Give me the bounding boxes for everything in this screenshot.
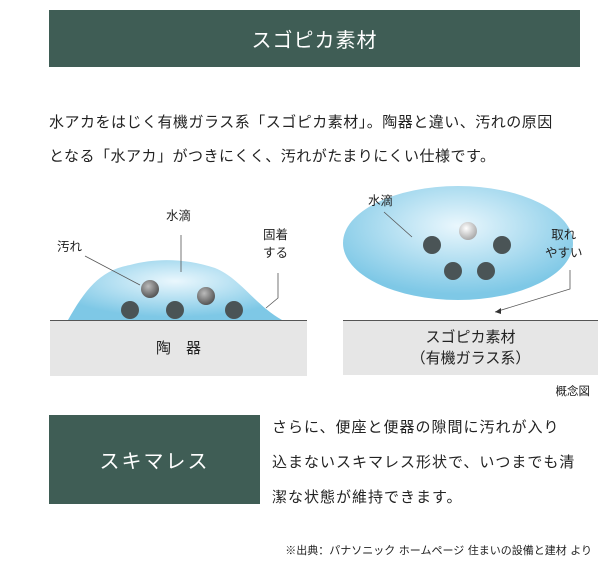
ceramic-label: 陶 器: [155, 339, 201, 357]
skimaless-paragraph: さらに、便座と便器の隙間に汚れが入り 込まないスキマレス形状で、いつまでも清 潔…: [272, 410, 592, 515]
stick-label-line: 固着: [263, 227, 289, 242]
sugopika-base: スゴピカ素材 （有機ガラス系）: [343, 320, 598, 375]
skimaless-title: スキマレス: [99, 449, 210, 473]
dirt-particle: [141, 280, 159, 298]
sugopika-label: スゴピカ素材: [425, 328, 516, 346]
water-droplet-round: [343, 186, 573, 300]
skimaless-line: 込まないスキマレス形状で、いつまでも清: [272, 453, 576, 471]
stick-label-line: する: [263, 245, 289, 260]
dirt-particle: [166, 301, 184, 319]
stick-label: 固着 する: [263, 226, 288, 262]
water-label-right: 水滴: [368, 193, 394, 208]
dirt-particle: [493, 236, 511, 254]
skimaless-box: スキマレス: [49, 415, 260, 504]
dirt-particle: [444, 262, 462, 280]
ceramic-base: 陶 器: [50, 320, 307, 376]
dirt-particle: [459, 222, 477, 240]
dirt-particle: [121, 301, 139, 319]
concept-diagram: [68, 186, 573, 320]
water-label-left: 水滴: [166, 208, 192, 223]
remove-label: 取れ やすい: [545, 226, 583, 262]
intro-paragraph: 水アカをはじく有機ガラス系「スゴピカ素材」。陶器と違い、汚れの原因 となる「水ア…: [49, 105, 589, 173]
concept-caption: 概念図: [555, 384, 591, 398]
dirt-particle: [423, 236, 441, 254]
remove-label-line: やすい: [545, 245, 583, 260]
dirt-particle: [477, 262, 495, 280]
dirt-particle: [197, 287, 215, 305]
source-note: ※出典：パナソニック ホームページ 住まいの設備と建材 より: [285, 544, 592, 557]
remove-label-line: 取れ: [551, 227, 577, 242]
sugopika-sublabel: （有機ガラス系）: [410, 349, 531, 367]
intro-line: 水アカをはじく有機ガラス系「スゴピカ素材」。陶器と違い、汚れの原因: [49, 113, 553, 131]
dirt-label: 汚れ: [57, 239, 83, 254]
intro-line: となる「水アカ」がつきにくく、汚れがたまりにくい仕様です。: [49, 147, 496, 165]
dirt-particle: [225, 301, 243, 319]
section-title-bar: スゴピカ素材: [49, 10, 580, 67]
skimaless-line: 潔な状態が維持できます。: [272, 488, 463, 506]
skimaless-line: さらに、便座と便器の隙間に汚れが入り: [272, 418, 560, 436]
section-title: スゴピカ素材: [251, 28, 378, 52]
